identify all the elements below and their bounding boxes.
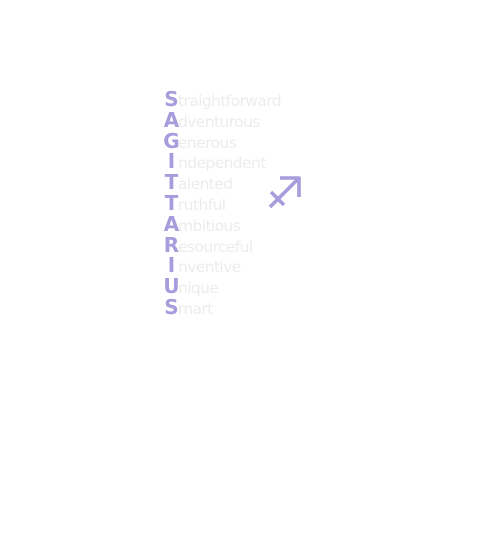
acrostic-word: ndependent [178,154,266,173]
acrostic-initial: G [163,128,180,153]
acrostic-initial: T [164,190,179,215]
acrostic-initial: A [163,107,180,132]
acrostic-word: dventurous [178,112,260,131]
acrostic-initial: A [163,211,180,236]
acrostic-word: esourceful [178,237,253,256]
acrostic-initial: S [164,87,179,111]
acrostic-word: alented [178,175,233,194]
acrostic-initial: I [167,253,176,278]
acrostic-initial: S [164,294,179,319]
acrostic-initial: T [164,170,179,195]
acrostic-initial: I [167,149,176,174]
acrostic-word: mart [178,299,213,318]
sagittarius-icon [268,176,301,209]
acrostic-word: nventive [178,258,241,277]
acrostic-word: mbitious [178,216,241,235]
acrostic-word: traightforward [178,92,282,110]
acrostic-word: nique [178,279,219,298]
acrostic-word: enerous [178,133,237,152]
acrostic-word: ruthful [178,195,226,214]
acrostic-initial: R [163,232,180,257]
acrostic-initial: U [163,274,180,299]
